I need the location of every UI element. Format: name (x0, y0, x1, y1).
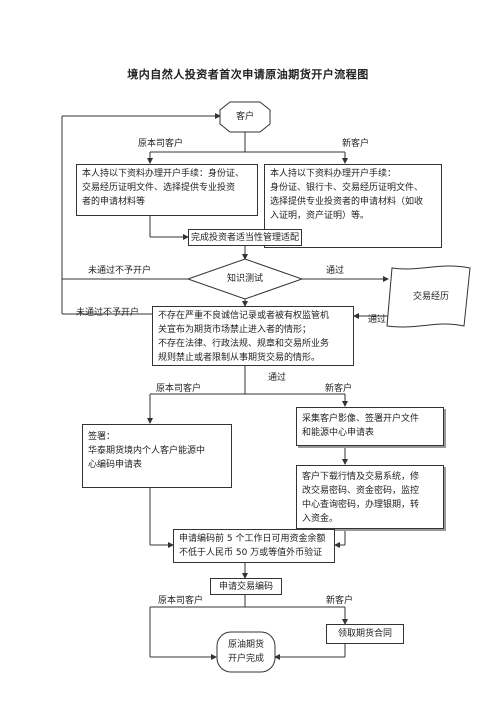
branch-old-label-2: 原本司客户 (156, 384, 202, 394)
sign-application-box: 签署：华泰期货境内个人客户能源中心编码申请表 (82, 424, 232, 488)
trade-history-label: 交易经历 (412, 292, 449, 302)
collect-images-box: 采集客户影像、签署开户文件和能源中心申请表 (296, 407, 444, 446)
customer-octagon (219, 101, 271, 133)
branch-new-label-3: 新客户 (326, 596, 354, 606)
download-system-box: 客户下载行情及交易系统，修改交易密码、资金密码，监控中心查询密码，办理银期，转入… (296, 465, 444, 529)
page-title: 境内自然人投资者首次申请原油期货开户流程图 (127, 68, 369, 81)
branch-old-label-3: 原本司客户 (158, 596, 204, 606)
fail-label-1: 未通过不予开户 (88, 266, 152, 276)
suitability-box: 完成投资者适当性管理适配 (188, 229, 302, 246)
fail-label-2: 未通过不予开户 (76, 308, 140, 318)
pass-label-3: 通过 (268, 373, 287, 383)
knowledge-test-label: 知识测试 (226, 274, 263, 284)
apply-code-box: 申请交易编码 (210, 578, 282, 595)
contract-box: 领取期货合同 (326, 624, 404, 644)
customer-label: 客户 (235, 112, 254, 122)
done-box (216, 631, 276, 673)
trade-history-box (386, 265, 471, 328)
knowledge-test-diamond (186, 258, 304, 300)
fund-check-box: 申请编码前 5 个工作日可用资金余额不低于人民币 50 万或等值外币验证 (173, 529, 335, 563)
branch-old-label-1: 原本司客户 (138, 139, 184, 149)
old-customer-docs-box: 本人持以下资料办理开户手续：身份证、交易经历证明文件、选择提供专业投资者的申请材… (76, 164, 258, 216)
done-label: 原油期货开户完成 (227, 640, 264, 664)
pass-label-2: 通过 (368, 315, 387, 325)
integrity-check-box: 不存在严重不良诚信记录或者被有权监管机关宣布为期货市场禁止进入者的情形；不存在法… (152, 306, 354, 366)
pass-label-1: 通过 (326, 266, 345, 276)
branch-new-label-2: 新客户 (325, 384, 353, 394)
branch-new-label-1: 新客户 (342, 139, 370, 149)
